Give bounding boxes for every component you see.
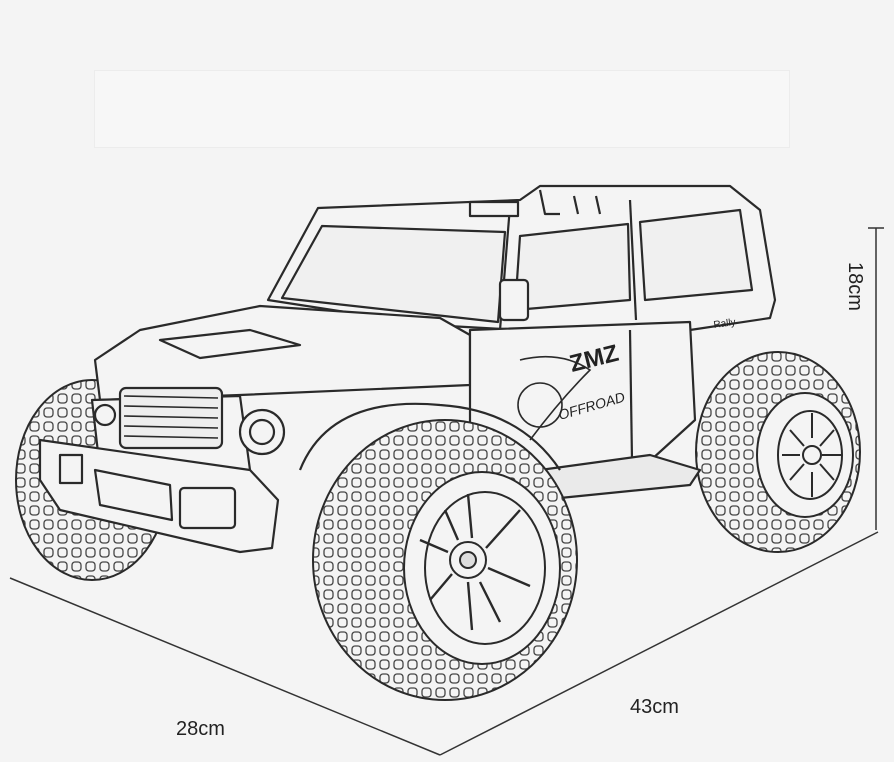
width-dimension-label: 43cm	[630, 696, 679, 718]
width-dimension-line	[439, 531, 879, 756]
truck-body	[38, 184, 777, 554]
side-decal	[517, 355, 592, 441]
length-dimension-line	[9, 577, 441, 756]
front-right-wheel	[312, 419, 578, 701]
dimension-lines	[9, 227, 884, 756]
rear-right-wheel	[695, 351, 861, 553]
length-dimension-label: 28cm	[176, 718, 225, 740]
blank-banner-area	[94, 70, 790, 148]
height-dimension-label: 18cm	[844, 262, 866, 311]
